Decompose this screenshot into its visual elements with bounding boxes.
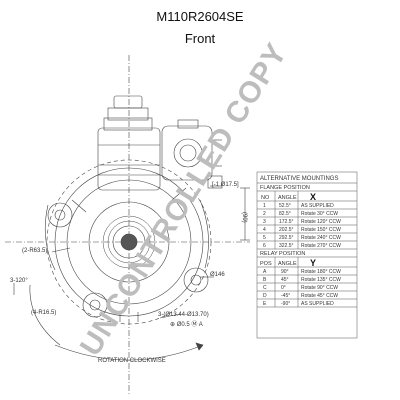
relay-row-angle: 90° [281,269,289,275]
flange-heading: FLANGE POSITION [260,185,310,191]
pinion-gear [102,215,156,269]
rotation-arrowhead [195,342,204,351]
relay-row-angle: 45° [281,277,289,283]
flange-row-angle: 172.5° [279,219,294,225]
relay-row-pos: D [263,293,267,299]
relay-col-angle: ANGLE [278,261,297,267]
relay-marker-y: Y [310,258,316,268]
rotation-label: ROTATION CLOCKWISE [98,358,166,364]
flange-row-desc: Rotate 120° CCW [301,219,341,225]
relay-row-desc: Rotate 180° CCW [301,269,341,275]
bolt-circle [46,159,212,325]
flange-ears [44,199,209,318]
relay-row-pos: C [263,285,267,291]
flange-row-no: 2 [263,211,266,217]
flange-row-desc: AS SUPPLIED [301,203,334,209]
relay-row-pos: E [263,301,267,307]
relay-row-desc: Rotate 45° CCW [301,293,338,299]
relay-row-angle: 0° [281,285,286,291]
dim-label-17-5: [-1 Ø17.5] [212,182,239,188]
relay-col-pos: POS [260,261,272,267]
flange-col-angle: ANGLE [278,195,297,201]
dim-label-tolerance: ⊕ Ø0.5 Ⓜ A [170,320,203,328]
relay-row-desc: AS SUPPLIED [301,301,334,307]
relay-row-angle: -45° [281,293,290,299]
dim-label-90: (90) [241,212,247,223]
flange-row-desc: Rotate 270° CCW [301,243,341,249]
flange-row-no: 6 [263,243,266,249]
flange-row-angle: 292.5° [279,235,294,241]
relay-row-pos: B [263,277,267,283]
relay-row-pos: A [263,269,267,275]
dim-label-r16-5: (4-R16.5) [31,310,56,316]
relay-row-desc: Rotate 90° CCW [301,285,338,291]
table-title: ALTERNATIVE MOUNTINGS [260,176,338,182]
relay-row-desc: Rotate 135° CCW [301,277,341,283]
flange-row-desc: Rotate 240° CCW [301,235,341,241]
flange-row-angle: 52.5° [279,203,291,209]
dim-label-120deg: 3-120° [10,278,28,284]
flange-row-no: 5 [263,235,266,241]
flange-row-desc: Rotate 30° CCW [301,211,338,217]
relay-unit [161,119,223,189]
view-subtitle: Front [184,31,216,46]
flange-row-desc: Rotate 150° CCW [301,227,341,233]
flange-row-no: 3 [263,219,266,225]
flange-marker-x: X [310,192,316,202]
flange-col-no: NO [261,195,270,201]
dim-label-13-44: 3-(Ø13.44-Ø13.70) [158,312,209,318]
flange-row-no: 1 [263,203,266,209]
solenoid-body [97,95,161,191]
relay-row-angle: -90° [281,301,290,307]
rotation-arc [54,344,204,361]
dim-label-146: Ø146 [210,272,225,278]
dim-label-r63-5: (2-R63.5) [22,248,47,254]
dim-arc [29,284,61,346]
main-housing [54,167,204,317]
flange-row-angle: 82.5° [279,211,291,217]
mountings-table [256,171,358,339]
flange-row-no: 4 [263,227,266,233]
drawing-title: M110R2604SE [156,9,244,24]
flange-row-angle: 202.5° [279,227,294,233]
housing-fins [71,187,187,322]
flange-row-angle: 322.5° [279,243,294,249]
relay-heading: RELAY POSITION [260,251,305,257]
